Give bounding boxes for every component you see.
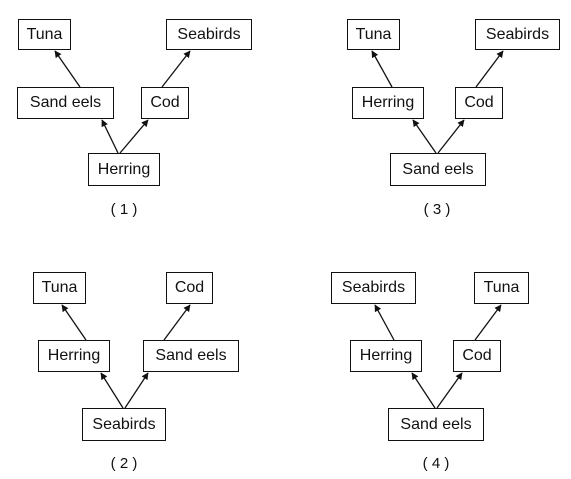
diagram-1-top-right-box: Seabirds <box>166 19 252 50</box>
diagram-2-top-left-box: Tuna <box>33 272 86 304</box>
diagram-1-arrow-middle-left-to-top-left <box>54 50 81 88</box>
diagram-4-arrow-middle-left-to-top-left <box>374 304 395 341</box>
diagram-3-top-right-box: Seabirds <box>475 19 560 50</box>
diagram-1-arrow-middle-right-to-top-right <box>161 50 191 88</box>
diagram-2-middle-right-box: Sand eels <box>143 340 239 372</box>
diagram-3-middle-left-box: Herring <box>352 87 424 119</box>
diagram-3-base-box: Sand eels <box>390 153 486 186</box>
diagram-1-caption: ( 1 ) <box>110 201 138 218</box>
diagram-2-top-right-box: Cod <box>166 272 213 304</box>
diagram-3-arrow-middle-right-to-top-right <box>475 50 504 88</box>
diagram-2-arrow-middle-right-to-top-right <box>163 304 191 341</box>
diagram-2-middle-left-box: Herring <box>38 340 110 372</box>
diagram-2-arrow-base-to-middle-right <box>124 372 149 409</box>
diagram-4-top-right-box: Tuna <box>474 272 529 304</box>
diagram-3-middle-right-box: Cod <box>455 87 503 119</box>
diagram-2-arrow-middle-left-to-top-left <box>61 304 87 341</box>
diagram-3-arrow-base-to-middle-right <box>437 119 465 154</box>
diagram-3-arrow-middle-left-to-top-left <box>371 50 393 88</box>
diagram-4-arrow-base-to-middle-right <box>436 372 463 409</box>
diagram-2-caption: ( 2 ) <box>110 455 138 472</box>
diagram-1-top-left-box: Tuna <box>18 19 71 50</box>
diagram-2-base-box: Seabirds <box>82 408 166 441</box>
diagram-4-base-box: Sand eels <box>388 408 484 441</box>
diagram-1-middle-left-box: Sand eels <box>17 87 114 119</box>
diagram-1-arrow-base-to-middle-right <box>119 119 149 154</box>
diagram-4-middle-left-box: Herring <box>350 340 422 372</box>
diagram-3-arrow-base-to-middle-left <box>412 119 437 154</box>
diagram-3-caption: ( 3 ) <box>423 201 451 218</box>
diagram-2-arrow-base-to-middle-left <box>100 372 124 409</box>
diagram-4-middle-right-box: Cod <box>453 340 501 372</box>
diagram-4-caption: ( 4 ) <box>422 455 450 472</box>
diagram-1-base-box: Herring <box>88 153 160 186</box>
diagram-4-arrow-base-to-middle-left <box>411 372 436 409</box>
diagram-1-arrow-base-to-middle-left <box>101 119 119 154</box>
diagram-4-top-left-box: Seabirds <box>331 272 416 304</box>
diagram-3-top-left-box: Tuna <box>347 19 400 50</box>
diagram-4-arrow-middle-right-to-top-right <box>474 304 502 341</box>
diagram-1-middle-right-box: Cod <box>141 87 189 119</box>
